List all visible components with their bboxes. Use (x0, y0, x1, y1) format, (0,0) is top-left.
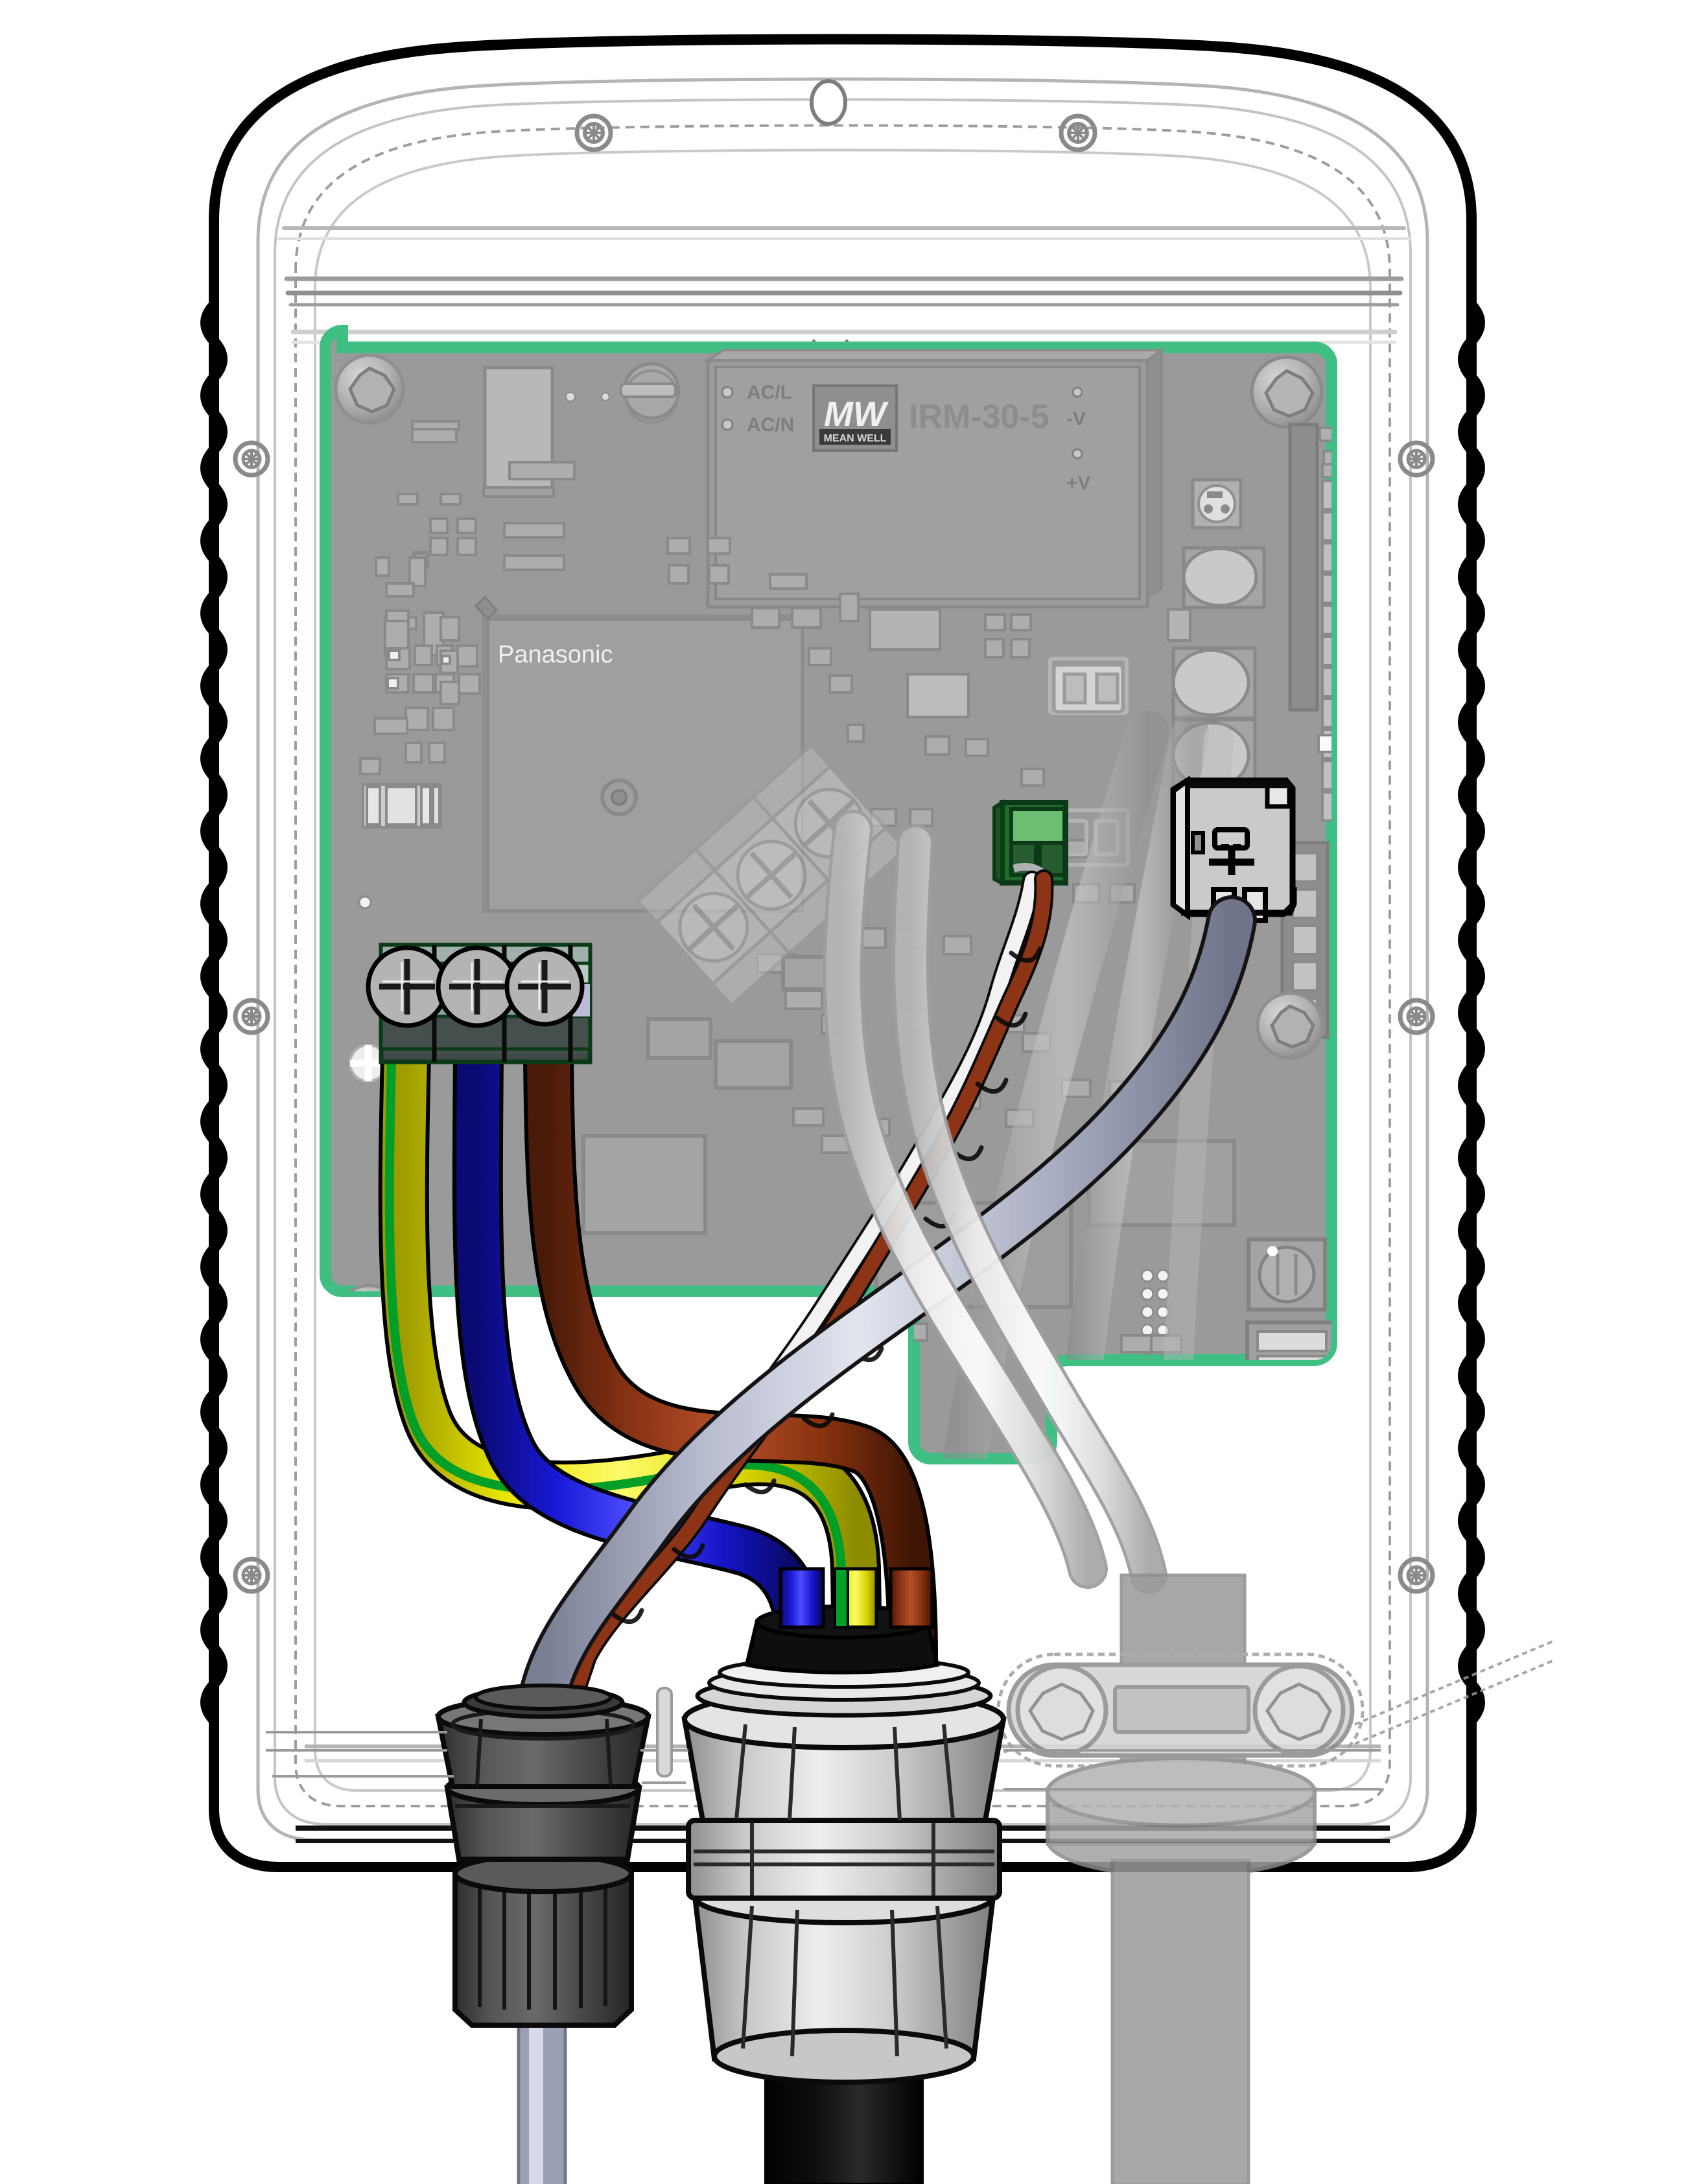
mains-wire-ends-at-gland (779, 1567, 934, 1629)
mains-screw-terminal-block (366, 943, 592, 1064)
enclosure-rim-line-2 (274, 98, 1412, 1826)
lid-screw-left-upper (233, 440, 270, 478)
lid-screw-right-mid (1398, 998, 1435, 1035)
enclosure-rim-line-1 (256, 77, 1429, 1842)
psu-terminal-label-plus-v: +V (1066, 473, 1091, 494)
pcb-screw-mid-right (1256, 991, 1324, 1060)
psu-terminal-label-ac-n: AC/N (747, 414, 794, 436)
lid-surface-bands (277, 226, 1411, 344)
gasket-serration-right (1458, 301, 1485, 1724)
lid-screw-left-lower (233, 1556, 270, 1594)
lid-screw-top-left (574, 113, 613, 152)
ac-dc-power-supply-module: AC/L AC/N -V +V MW MEAN WELL IRM-30-5 (703, 347, 1166, 609)
pcb-power-header (1052, 663, 1125, 714)
pcb-screw-top-right-mount (1250, 355, 1324, 429)
earth-wire-green-stripe (384, 1055, 847, 1668)
metal-cable-gland-centre (681, 1604, 1007, 2184)
gasket-serration-left (200, 301, 228, 1724)
terminal-plus-v-pad (1072, 448, 1083, 460)
mains-wire-runs (378, 1030, 938, 1685)
breather-vent (810, 79, 847, 126)
lid-screw-right-lower (1398, 1556, 1435, 1594)
psu-brand-logo: MW (824, 395, 889, 434)
cable-clamp-bracket-right (913, 1573, 1556, 2184)
pcb-screw-top-left (334, 353, 405, 425)
psu-part-number: IRM-30-5 (909, 398, 1049, 436)
lid-screw-right-upper (1398, 440, 1435, 478)
lid-screw-left-mid (233, 998, 270, 1035)
psu-brand-sub: MEAN WELL (824, 433, 887, 444)
pcb-via-1 (565, 392, 576, 402)
terminal-ac-n-pad (721, 418, 734, 431)
lid-screw-top-right (1059, 113, 1097, 152)
pcb-standoff-left (620, 362, 681, 424)
enclosure-rim-line-3 (294, 124, 1391, 1807)
ghost-terminal-block-alt-position (635, 742, 908, 1008)
lid-screws (233, 113, 1435, 1594)
assembly-guide-lines (266, 1731, 1381, 1791)
dc-output-white-cables (823, 810, 1167, 1594)
psu-terminal-label-minus-v: -V (1066, 408, 1086, 430)
plastic-cable-gland-left (435, 1684, 651, 2184)
terminal-ac-l-pad (721, 386, 734, 399)
terminal-screws (366, 945, 585, 1028)
gland-mounting-pin (656, 1687, 673, 1778)
radio-module-label: Panasonic (498, 641, 613, 668)
pluggable-2pin-connector (992, 799, 1068, 886)
pcb-via-2 (601, 392, 610, 401)
psu-terminal-label-ac-l: AC/L (747, 382, 792, 403)
terminal-minus-v-pad (1072, 386, 1083, 398)
grey-signal-cable (517, 895, 1257, 1776)
